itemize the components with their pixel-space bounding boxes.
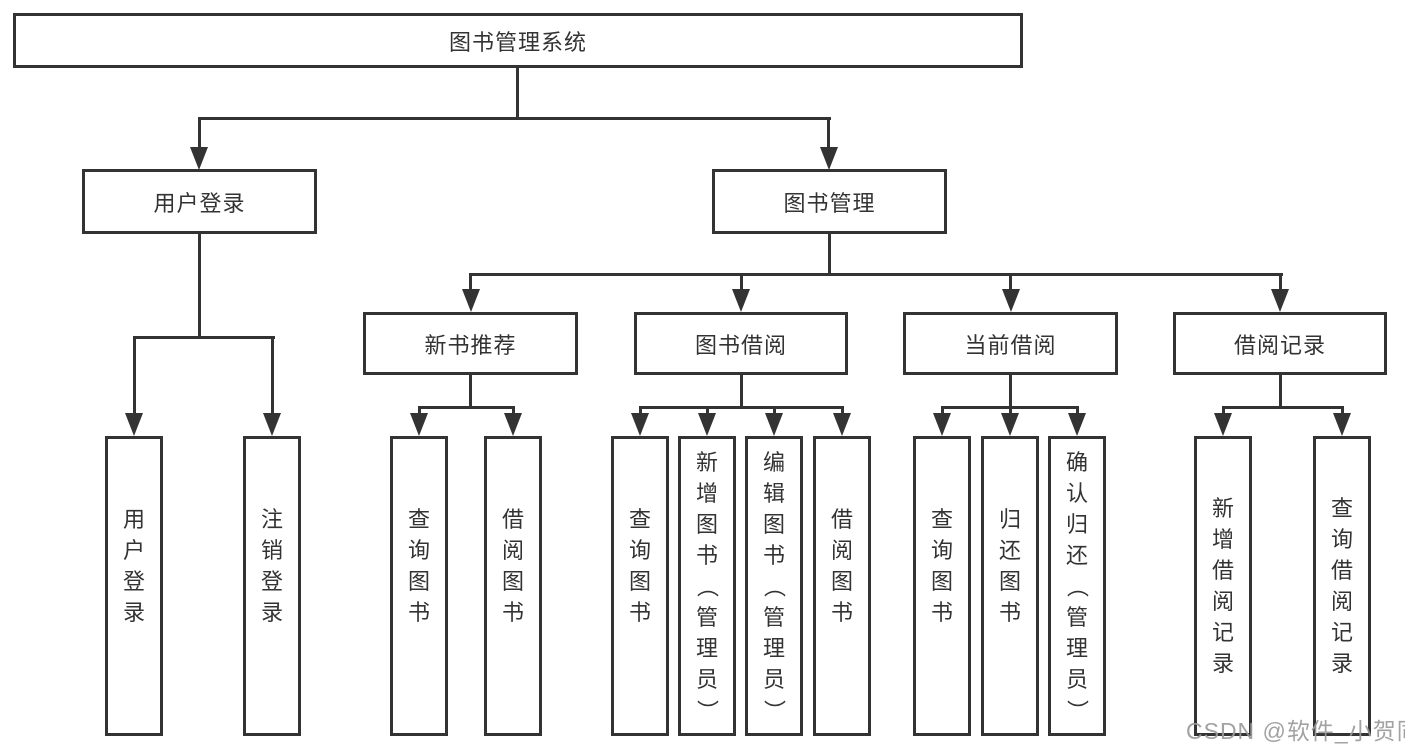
- node-user-login-label: 用户登录: [153, 190, 246, 216]
- leaf-add-books-admin: 新增图书（管理员）: [678, 436, 736, 736]
- connector-borrow-records-trunk: [1279, 373, 1282, 409]
- leaf-user-login-label: 用户登录: [122, 507, 145, 625]
- connector-borrow-records-bar: [1222, 406, 1344, 409]
- leaf-confirm-return-admin: 确认归还（管理员）: [1048, 436, 1106, 736]
- leaf-return-books: 归还图书: [981, 436, 1039, 736]
- leaf-borrow-books-borrow-label: 借阅图书: [830, 507, 853, 625]
- connector-stem-add-borrow-record: [1222, 406, 1225, 415]
- leaf-edit-books-admin: 编辑图书（管理员）: [745, 436, 803, 736]
- leaf-query-books-current: 查询图书: [913, 436, 971, 736]
- connector-current-borrow-trunk: [1009, 373, 1012, 409]
- leaf-add-borrow-record: 新增借阅记录: [1194, 436, 1252, 736]
- connector-stem-add-books-admin: [706, 406, 709, 415]
- leaf-query-books-borrow: 查询图书: [611, 436, 669, 736]
- arrowhead-return-books: [1001, 413, 1019, 436]
- leaf-logout: 注销登录: [243, 436, 301, 736]
- leaf-query-borrow-record: 查询借阅记录: [1313, 436, 1371, 736]
- connector-stem-query-books-borrow: [639, 406, 642, 415]
- connector-book-borrow-bar: [639, 406, 844, 409]
- arrowhead-book-borrow: [732, 289, 750, 312]
- connector-new-book-trunk: [469, 373, 472, 409]
- connector-stem-leaf-logout: [271, 336, 274, 416]
- node-book-management: 图书管理: [712, 169, 947, 234]
- connector-stem-borrow-records: [1279, 273, 1282, 291]
- leaf-logout-label: 注销登录: [260, 507, 283, 625]
- leaf-query-books-current-label: 查询图书: [930, 507, 953, 625]
- leaf-borrow-books-new: 借阅图书: [484, 436, 542, 736]
- connector-stem-book-borrow: [740, 273, 743, 291]
- node-root: 图书管理系统: [13, 13, 1023, 68]
- connector-stem-borrow-books-borrow: [841, 406, 844, 415]
- arrowhead-new-book-recommend: [462, 289, 480, 312]
- connector-book-management-trunk: [828, 234, 831, 276]
- connector-book-borrow-trunk: [740, 373, 743, 409]
- arrowhead-borrow-records: [1271, 289, 1289, 312]
- leaf-query-books-new: 查询图书: [390, 436, 448, 736]
- leaf-return-books-label: 归还图书: [998, 507, 1021, 625]
- arrowhead-confirm-return: [1068, 413, 1086, 436]
- arrowhead-user-login: [190, 147, 208, 170]
- arrowhead-edit-books-admin: [765, 413, 783, 436]
- arrowhead-current-borrow: [1002, 289, 1020, 312]
- connector-root-trunk: [516, 67, 519, 119]
- connector-stem-query-books-new: [418, 406, 421, 415]
- arrowhead-borrow-books-borrow: [833, 413, 851, 436]
- arrowhead-book-management: [820, 147, 838, 170]
- arrowhead-query-borrow-record: [1333, 413, 1351, 436]
- leaf-query-books-borrow-label: 查询图书: [628, 507, 651, 625]
- arrowhead-add-books-admin: [698, 413, 716, 436]
- arrowhead-query-books-borrow: [631, 413, 649, 436]
- connector-stem-return-books: [1009, 406, 1012, 415]
- node-new-book-recommend: 新书推荐: [363, 312, 578, 375]
- connector-root-bar: [198, 117, 831, 120]
- connector-stem-new-book-recommend: [469, 273, 472, 291]
- arrowhead-add-borrow-record: [1214, 413, 1232, 436]
- leaf-confirm-return-admin-label: 确认归还（管理员）: [1064, 449, 1090, 722]
- node-new-book-recommend-label: 新书推荐: [424, 332, 517, 358]
- arrowhead-leaf-logout: [263, 413, 281, 436]
- csdn-watermark: CSDN @软件_小贺同学: [1186, 718, 1405, 744]
- connector-stem-confirm-return: [1076, 406, 1079, 415]
- leaf-add-books-admin-label: 新增图书（管理员）: [694, 449, 720, 722]
- node-book-management-label: 图书管理: [783, 190, 876, 216]
- arrowhead-borrow-books-new: [504, 413, 522, 436]
- connector-user-login-trunk: [198, 234, 201, 339]
- arrowhead-query-books-current: [933, 413, 951, 436]
- connector-stem-edit-books-admin: [773, 406, 776, 415]
- connector-stem-borrow-books-new: [512, 406, 515, 415]
- leaf-query-books-new-label: 查询图书: [407, 507, 430, 625]
- connector-user-login-bar: [133, 336, 275, 339]
- connector-stem-current-borrow: [1009, 273, 1012, 291]
- leaf-user-login: 用户登录: [105, 436, 163, 736]
- connector-new-book-bar: [418, 406, 515, 409]
- node-borrow-records: 借阅记录: [1173, 312, 1387, 375]
- arrowhead-leaf-user-login: [125, 413, 143, 436]
- connector-book-management-bar: [469, 273, 1283, 276]
- connector-stem-leaf-user-login: [133, 336, 136, 416]
- arrowhead-query-books-new: [410, 413, 428, 436]
- leaf-add-borrow-record-label: 新增借阅记录: [1211, 496, 1234, 676]
- leaf-borrow-books-borrow: 借阅图书: [813, 436, 871, 736]
- node-borrow-records-label: 借阅记录: [1233, 332, 1326, 358]
- connector-stem-query-borrow-record: [1341, 406, 1344, 415]
- node-root-label: 图书管理系统: [448, 29, 587, 55]
- leaf-borrow-books-new-label: 借阅图书: [501, 507, 524, 625]
- node-book-borrow: 图书借阅: [634, 312, 848, 375]
- leaf-query-borrow-record-label: 查询借阅记录: [1330, 496, 1353, 676]
- node-book-borrow-label: 图书借阅: [694, 332, 787, 358]
- node-current-borrow-label: 当前借阅: [964, 332, 1057, 358]
- connector-stem-query-books-current: [941, 406, 944, 415]
- connector-stem-user-login: [198, 117, 201, 150]
- connector-stem-book-management: [827, 117, 830, 150]
- leaf-edit-books-admin-label: 编辑图书（管理员）: [761, 449, 787, 722]
- node-user-login: 用户登录: [82, 169, 317, 234]
- node-current-borrow: 当前借阅: [903, 312, 1118, 375]
